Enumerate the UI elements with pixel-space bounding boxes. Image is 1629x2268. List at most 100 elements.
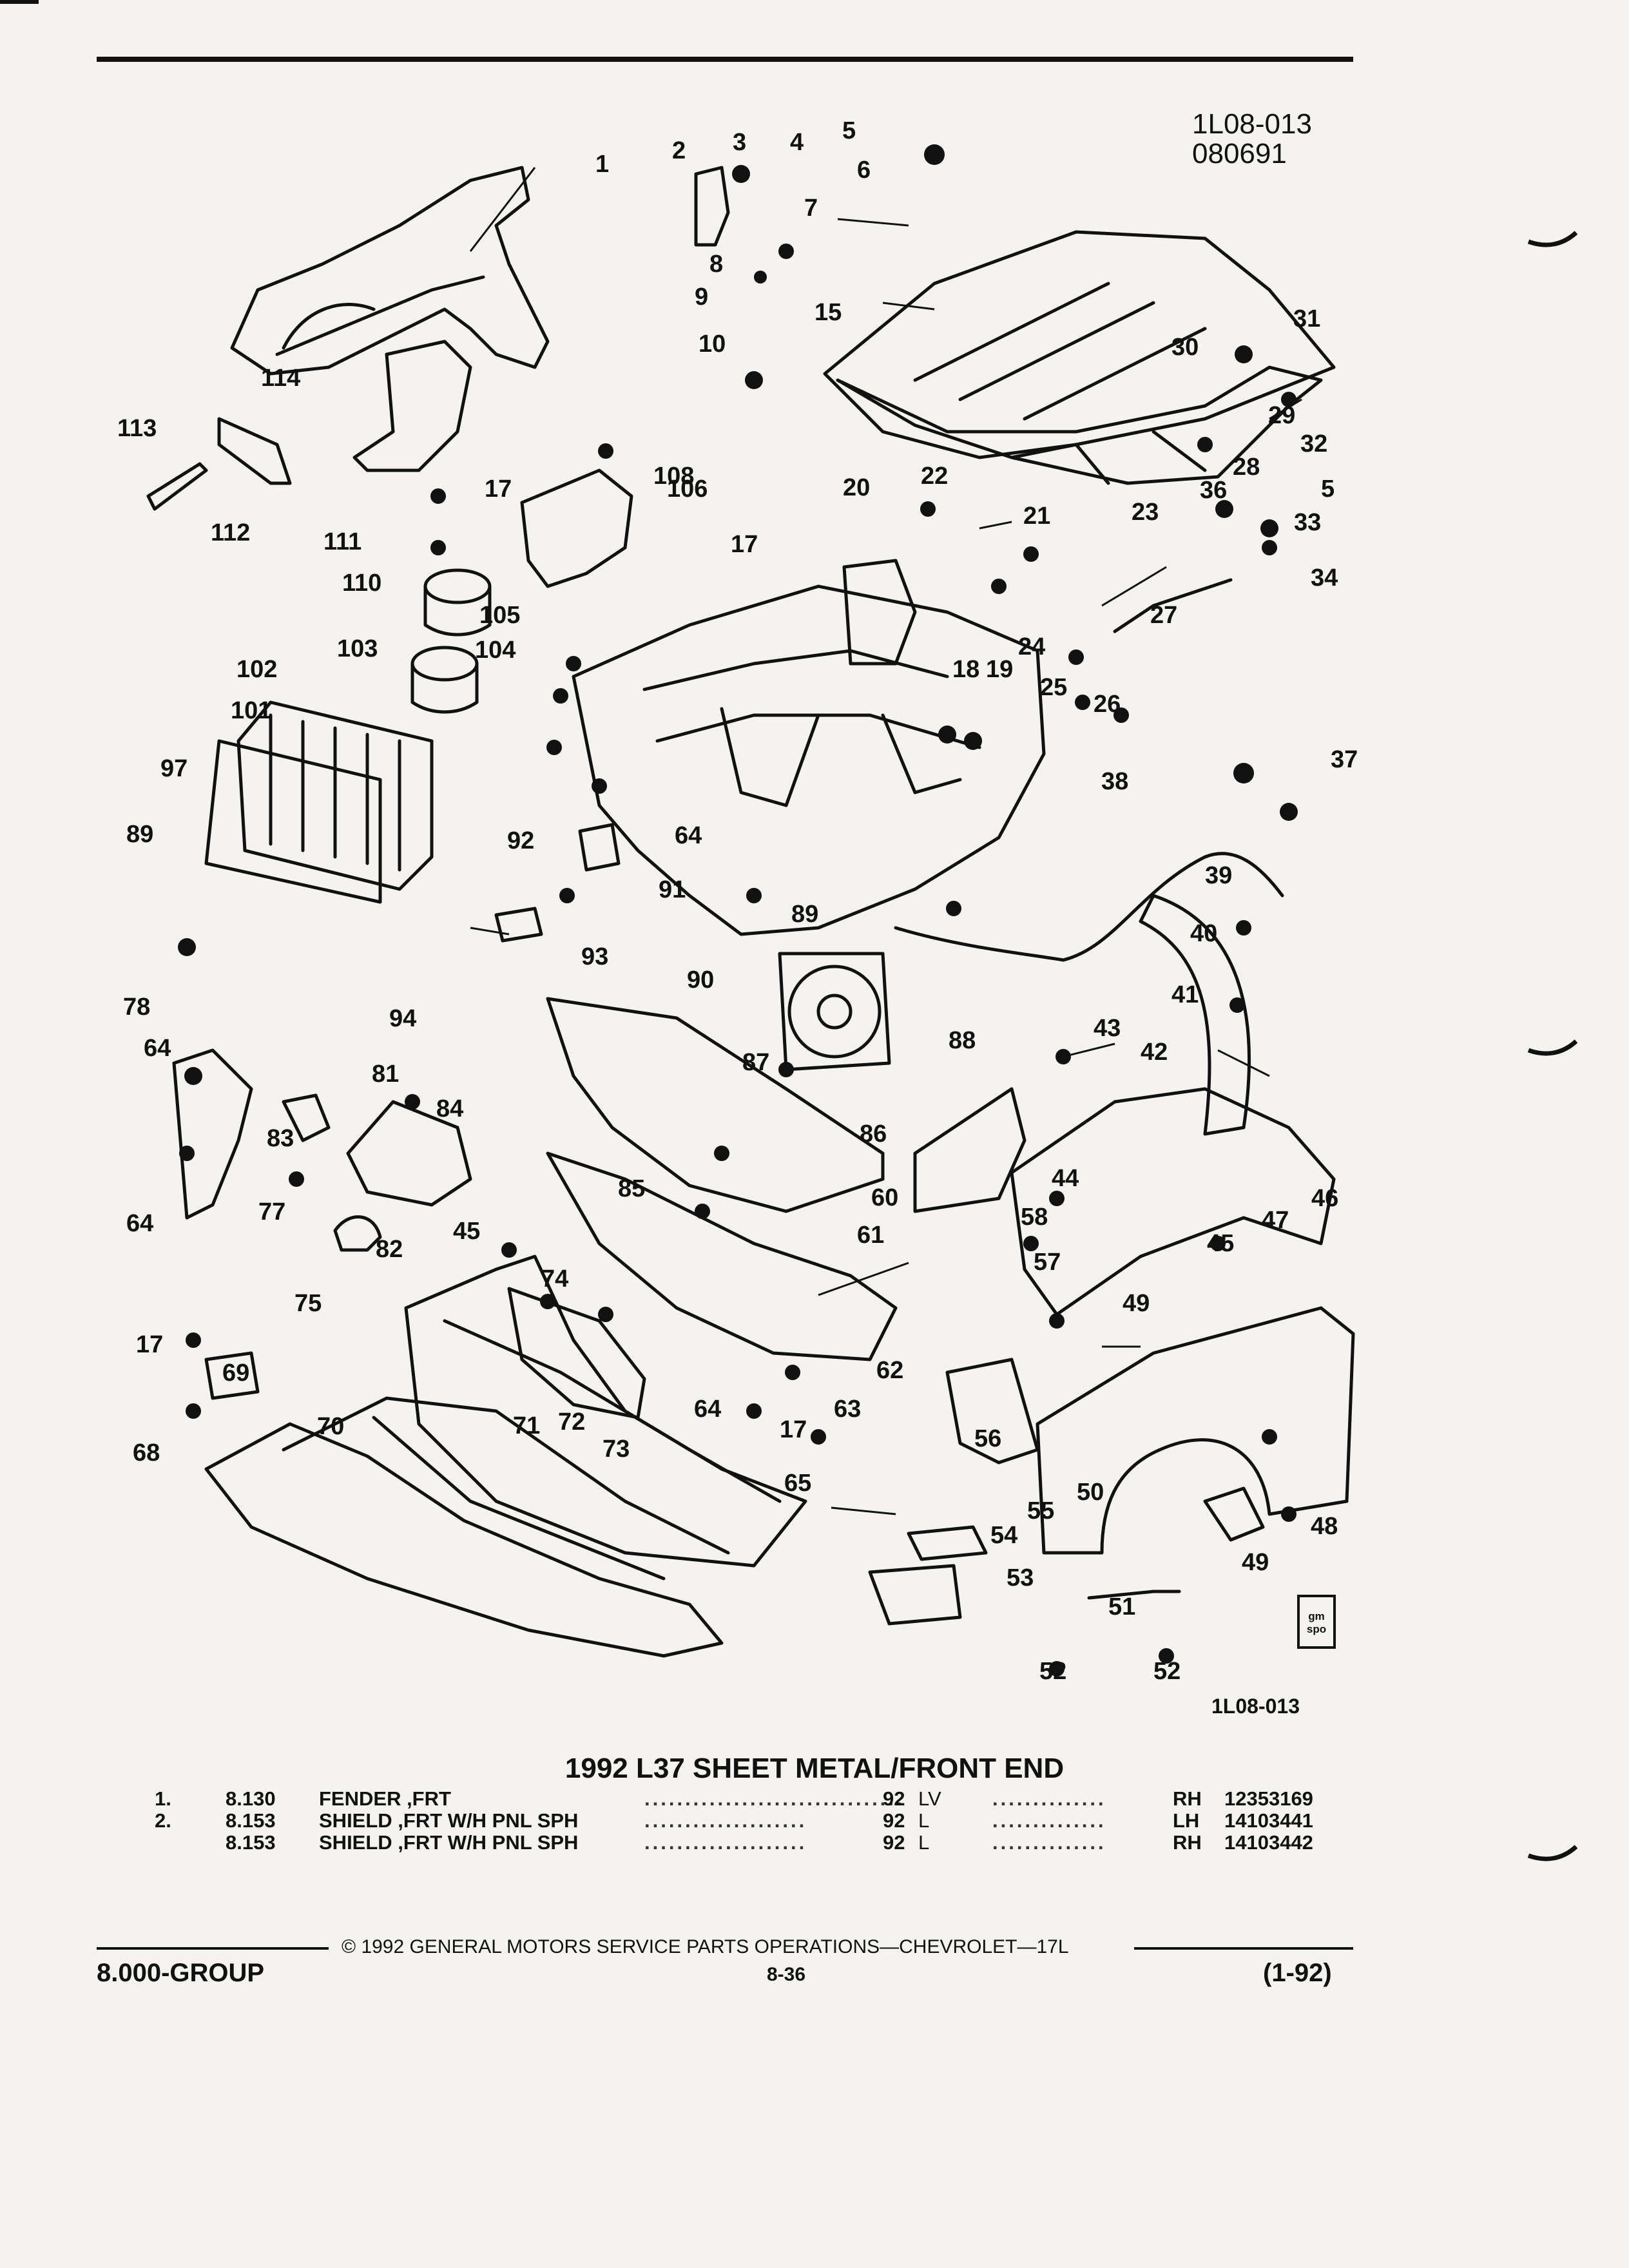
callout-71: 71 xyxy=(513,1412,541,1439)
callout-92: 92 xyxy=(507,827,535,854)
callout-17a: 17 xyxy=(485,476,512,503)
callout-10: 10 xyxy=(699,331,726,358)
fender-liner-44 xyxy=(1010,1087,1336,1316)
prop-rod-27 xyxy=(1113,578,1233,633)
callout-84: 84 xyxy=(436,1095,464,1122)
top-corner-mark xyxy=(0,0,39,4)
callout-75: 75 xyxy=(294,1290,322,1317)
usage-code: LV xyxy=(918,1787,941,1810)
fender-left-part xyxy=(230,166,550,376)
callout-5b: 5 xyxy=(1321,476,1335,503)
callout-58: 58 xyxy=(1021,1204,1048,1231)
callout-54: 54 xyxy=(990,1522,1018,1549)
callout-65: 65 xyxy=(784,1470,812,1497)
callout-114: 114 xyxy=(261,365,301,392)
callout-25: 25 xyxy=(1040,674,1068,701)
side: LH xyxy=(1173,1809,1200,1832)
callout-18: 18 xyxy=(952,656,980,683)
callout-21: 21 xyxy=(1023,503,1051,530)
callout-68: 68 xyxy=(133,1439,160,1466)
callout-88: 88 xyxy=(949,1027,976,1054)
side: RH xyxy=(1173,1787,1202,1810)
copyright-line: © 1992 GENERAL MOTORS SERVICE PARTS OPER… xyxy=(342,1936,1069,1957)
callout-55: 55 xyxy=(1027,1497,1055,1524)
part-number: 14103442 xyxy=(1224,1831,1313,1854)
callout-81: 81 xyxy=(372,1061,400,1088)
bracket-114 xyxy=(352,340,472,472)
callout-62: 62 xyxy=(876,1357,904,1384)
page-title: 1992 L37 SHEET METAL/FRONT END xyxy=(564,1753,1065,1784)
brace-51 xyxy=(1087,1590,1181,1600)
bracket-56 xyxy=(945,1358,1039,1465)
callout-64a: 64 xyxy=(675,822,702,849)
callout-49b: 49 xyxy=(1242,1549,1269,1576)
hood-inner-panel xyxy=(836,365,1323,485)
footer-rule-left xyxy=(97,1947,329,1950)
part-description: SHIELD ,FRT W/H PNL SPH xyxy=(319,1831,579,1854)
part-number: 12353169 xyxy=(1224,1787,1313,1810)
callout-26: 26 xyxy=(1094,691,1121,718)
canister-103 xyxy=(410,646,479,682)
fender-liner-39 xyxy=(1139,894,1251,1136)
callout-30: 30 xyxy=(1171,334,1199,361)
callout-77: 77 xyxy=(258,1198,286,1225)
callout-28: 28 xyxy=(1233,454,1260,481)
callout-9: 9 xyxy=(695,284,709,311)
callout-45b: 45 xyxy=(1207,1230,1235,1257)
callout-112: 112 xyxy=(211,519,251,546)
figure-reference: 1L08-013 xyxy=(1211,1695,1300,1718)
callout-64c: 64 xyxy=(126,1210,154,1237)
callout-105: 105 xyxy=(479,602,521,629)
fan-shroud xyxy=(778,952,891,1072)
catalog-code: 8.153 xyxy=(226,1809,276,1832)
exploded-parts-diagram xyxy=(146,144,1355,1677)
usage-code: L xyxy=(918,1831,930,1854)
catalog-code: 8.153 xyxy=(226,1831,276,1854)
fender-right-part xyxy=(1036,1306,1355,1555)
bracket-75 xyxy=(204,1351,260,1400)
callout-87: 87 xyxy=(742,1049,770,1076)
revision-date: (1-92) xyxy=(1263,1959,1332,1987)
deflector-43 xyxy=(913,1087,1027,1213)
callout-17b: 17 xyxy=(731,531,758,558)
item-number: 1. xyxy=(155,1787,171,1810)
callout-72: 72 xyxy=(558,1408,586,1436)
callout-39: 39 xyxy=(1205,862,1233,889)
callout-63: 63 xyxy=(834,1396,862,1423)
bracket-93 xyxy=(494,907,543,943)
callout-36: 36 xyxy=(1200,477,1228,504)
callout-101: 101 xyxy=(231,697,272,724)
group-label: 8.000-GROUP xyxy=(97,1959,265,1987)
callout-52b: 52 xyxy=(1153,1658,1181,1685)
bracket-81 xyxy=(282,1093,331,1142)
callout-48: 48 xyxy=(1311,1513,1338,1540)
callout-108: 108 xyxy=(653,463,695,490)
leader-dots: .................... xyxy=(644,1809,807,1832)
bumper-fascia xyxy=(404,1254,807,1568)
callout-111: 111 xyxy=(323,528,362,555)
callout-64b: 64 xyxy=(144,1035,171,1062)
callout-45a: 45 xyxy=(453,1218,481,1245)
margin-mark-1 xyxy=(1527,231,1578,247)
parts-row: 8.153 SHIELD ,FRT W/H PNL SPH ..........… xyxy=(155,1831,1379,1854)
callout-19: 19 xyxy=(986,656,1014,683)
part-description: FENDER ,FRT xyxy=(319,1787,451,1810)
model-year: 92 xyxy=(883,1787,905,1810)
callout-70: 70 xyxy=(317,1413,345,1440)
radiator-support xyxy=(572,584,1046,936)
radiator-part xyxy=(236,700,434,891)
callout-93: 93 xyxy=(581,943,609,970)
callout-56: 56 xyxy=(974,1425,1002,1452)
usage-code: L xyxy=(918,1809,930,1832)
callout-37: 37 xyxy=(1331,746,1358,773)
hood-release-cable xyxy=(894,852,1284,962)
callout-3: 3 xyxy=(733,129,747,156)
callout-102: 102 xyxy=(236,656,278,683)
leader-dots: ................................ xyxy=(644,1787,905,1810)
top-rule xyxy=(97,57,1353,62)
callout-31: 31 xyxy=(1293,305,1321,332)
footer-rule-right xyxy=(1134,1947,1353,1950)
margin-mark-2 xyxy=(1527,1039,1578,1056)
callout-38: 38 xyxy=(1101,768,1129,795)
callout-110: 110 xyxy=(342,570,382,597)
